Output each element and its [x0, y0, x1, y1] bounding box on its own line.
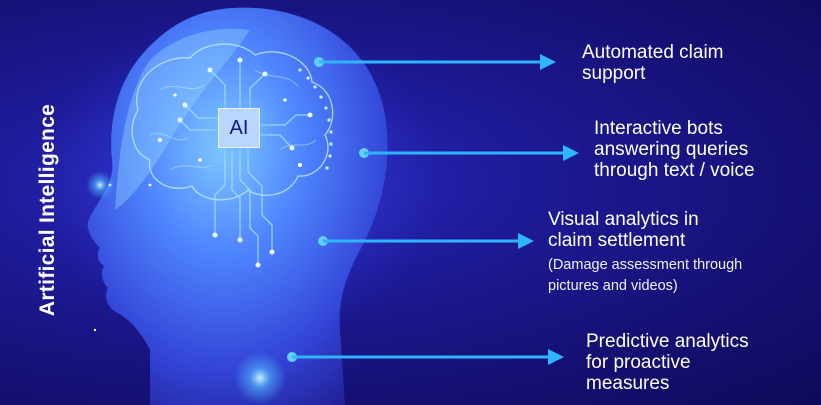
item-interactive-bots: Interactive bots answering queries throu…	[594, 118, 755, 181]
arrow-head	[518, 233, 534, 249]
item-label: Automated claim support	[582, 42, 724, 84]
circuit-traces	[179, 60, 310, 265]
dotted-arc	[298, 68, 333, 170]
glow-spot	[86, 171, 114, 199]
side-title: Artificial Intelligence	[36, 103, 59, 317]
connector-arrows	[287, 54, 579, 365]
item-label: Visual analytics in claim settlement	[548, 209, 699, 251]
item-label: Predictive analytics for proactive measu…	[586, 331, 749, 394]
ai-chip: AI	[218, 108, 260, 148]
item-note: (Damage assessment through pictures and …	[548, 257, 743, 294]
item-automated-claim-support: Automated claim support	[582, 42, 724, 84]
brain-folds	[149, 69, 317, 171]
glow-spot	[234, 352, 286, 404]
arrow-head	[563, 145, 579, 161]
arrow-head	[548, 349, 564, 365]
head-silhouette	[87, 7, 388, 405]
arrow-head	[540, 54, 556, 70]
item-predictive-analytics: Predictive analytics for proactive measu…	[586, 331, 749, 394]
item-label: Interactive bots answering queries throu…	[594, 118, 755, 181]
brain-outline	[131, 43, 334, 201]
circuit-nodes	[177, 57, 313, 268]
item-visual-analytics: Visual analytics in claim settlement (Da…	[548, 209, 742, 297]
face-highlight	[115, 28, 250, 210]
